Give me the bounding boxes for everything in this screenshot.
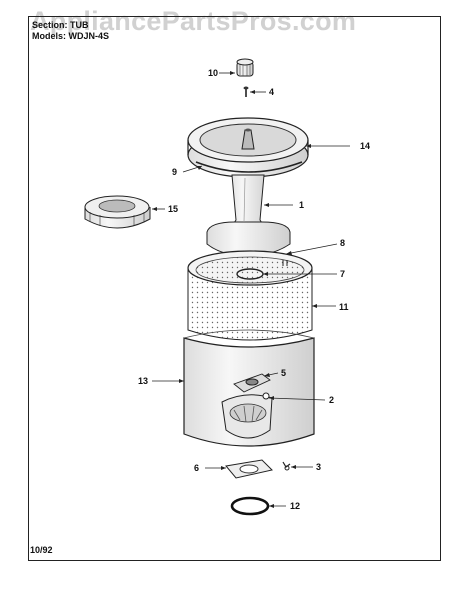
part-o-ring: [230, 496, 270, 516]
part-tub-hose-connector: [262, 392, 270, 400]
part-fabric-softener-dispenser: [84, 195, 151, 229]
revision-date: 10/92: [30, 545, 53, 555]
callout-11: 11: [339, 302, 349, 312]
part-cap: [236, 58, 254, 77]
part-hub-seal: [282, 260, 288, 266]
part-agitator: [206, 174, 291, 257]
callout-1: 1: [299, 200, 304, 210]
part-tub-ring: [187, 117, 309, 178]
callout-6: 6: [194, 463, 199, 473]
leader-arrowheads: [152, 71, 317, 508]
part-hub-nut: [233, 373, 271, 393]
callout-10: 10: [208, 68, 218, 78]
callout-13: 13: [138, 376, 148, 386]
section-label: Section: TUB: [32, 20, 89, 30]
part-clip: [282, 461, 291, 471]
part-screw: [243, 86, 249, 97]
callout-7: 7: [340, 269, 345, 279]
callout-2: 2: [329, 395, 334, 405]
part-outer-tub: [183, 329, 315, 447]
callout-9: 9: [172, 167, 177, 177]
part-gasket: [195, 161, 303, 173]
model-label: Models: WDJN-4S: [32, 31, 110, 41]
callout-8: 8: [340, 238, 345, 248]
callout-12: 12: [290, 501, 300, 511]
callout-5: 5: [281, 368, 286, 378]
part-retainer-plate: [225, 459, 273, 479]
watermark: AppliancePartsPros.com: [30, 6, 357, 36]
callout-3: 3: [316, 462, 321, 472]
leader-lines: [152, 72, 350, 507]
part-basket: [187, 250, 313, 341]
callout-14: 14: [360, 141, 370, 151]
diagram-frame: [28, 16, 441, 561]
callout-15: 15: [168, 204, 178, 214]
callout-4: 4: [269, 87, 274, 97]
